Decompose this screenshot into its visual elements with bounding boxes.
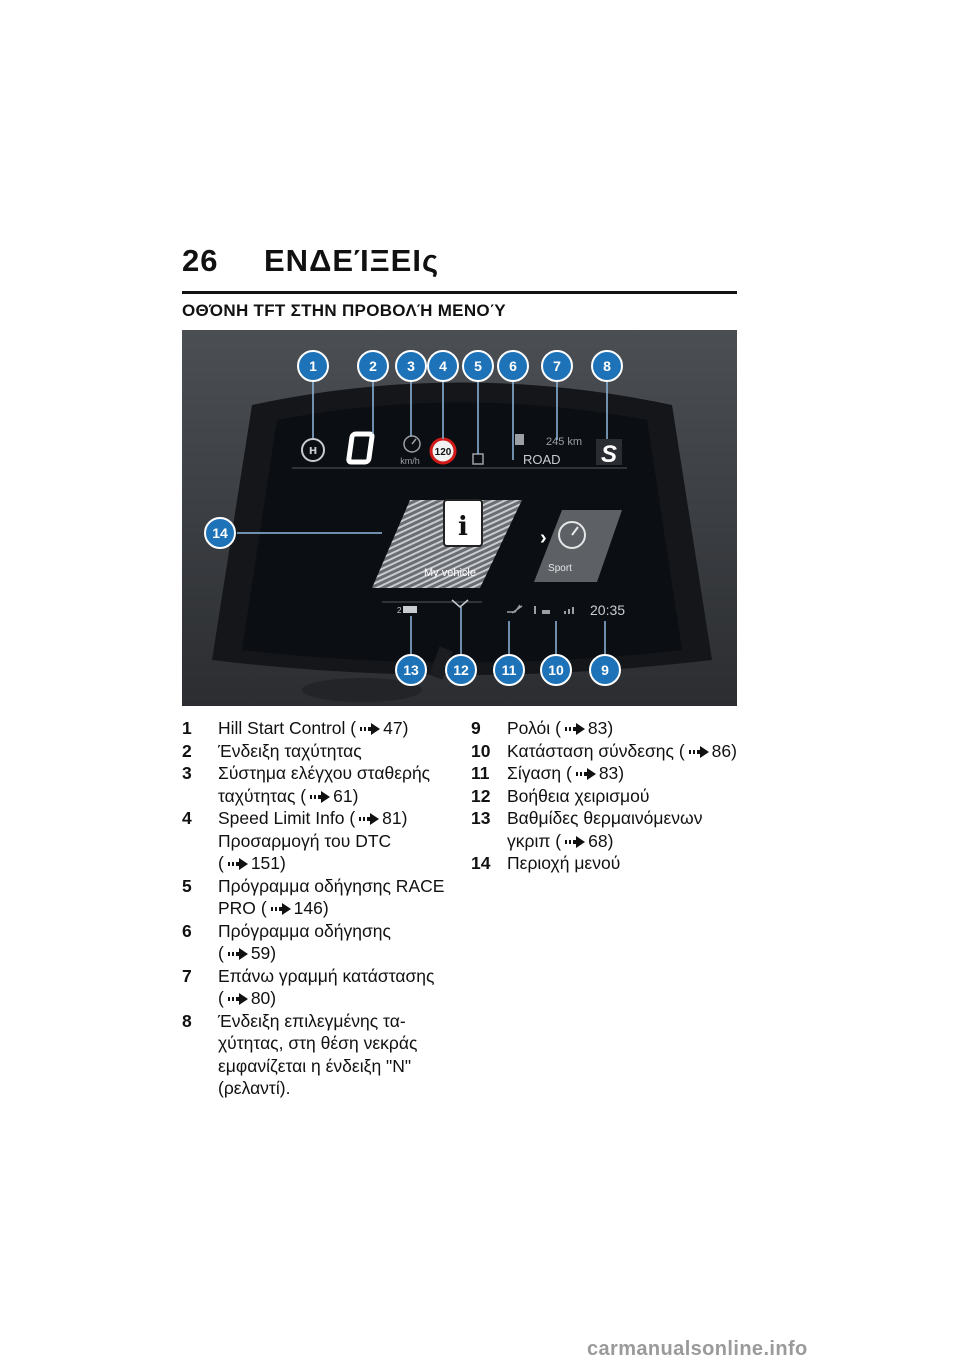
svg-text:4: 4 (439, 358, 447, 374)
callout-leaders (237, 380, 608, 655)
page-ref-arrow-icon (359, 813, 380, 825)
legend-item: 9 Ρολόι (83) (471, 718, 614, 738)
page-ref-arrow-icon (310, 790, 331, 803)
legend-item: 4 Speed Limit Info (81) Προσαρμογή του D… (182, 808, 408, 873)
connection-icon (534, 606, 536, 614)
legend-right: 9 Ρολόι (83) 10 Κατάσταση σύνδεσης (86) … (471, 717, 737, 875)
menu-tile-label: My vehicle (424, 567, 476, 579)
tft-display-illustration: H km/h 120 245 km ROAD S i My vehicle › … (182, 330, 737, 706)
footer-watermark: carmanualsonline.info (587, 1338, 808, 1360)
page-ref-arrow-icon (227, 948, 248, 960)
svg-text:6: 6 (509, 358, 517, 374)
cruise-control-icon (403, 435, 421, 453)
page-ref-arrow-icon (270, 903, 291, 915)
speed-digit (346, 431, 375, 465)
page-ref-arrow-icon (360, 723, 381, 735)
header-rule (182, 291, 737, 294)
svg-text:2: 2 (369, 358, 377, 374)
chapter-title: ΕΝΔΕΊΞΕΙς (264, 243, 440, 278)
legend-item: 3 Σύστημα ελέγχου σταθερής ταχύτητας (61… (182, 763, 431, 806)
hill-start-icon (301, 438, 325, 462)
operating-help-chevron (451, 599, 469, 608)
svg-text:H: H (309, 446, 317, 457)
svg-text:3: 3 (407, 358, 415, 374)
page-ref-arrow-icon (575, 768, 596, 780)
svg-text:12: 12 (453, 662, 469, 678)
callout-markers: 1 2 3 4 5 6 7 8 9 10 11 12 13 14 (204, 350, 623, 686)
svg-text:7: 7 (553, 358, 561, 374)
legend-item: 13 Βαθμίδες θερμαινόμενων γκριπ (68) (471, 808, 703, 851)
legend-left: 1 Hill Start Control (47) 2 Ένδειξη ταχύ… (182, 717, 450, 1100)
svg-text:11: 11 (502, 662, 517, 678)
legend-item: 1 Hill Start Control (47) (182, 718, 409, 738)
speed-limit-value: 120 (435, 447, 452, 458)
range-readout: 245 km (546, 436, 582, 448)
svg-text:8: 8 (603, 358, 611, 374)
page-ref-arrow-icon (564, 723, 585, 735)
page-number: 26 (182, 243, 219, 278)
page-ref-arrow-icon (227, 993, 248, 1005)
menu-next-arrow: › (540, 527, 547, 549)
section-title: ΟΘΌΝΗ TFT ΣΤΗΝ ΠΡΟΒΟΛΉ ΜΕΝΟΎ (182, 301, 506, 320)
svg-text:1: 1 (309, 358, 317, 374)
clock-readout: 20:35 (590, 602, 625, 618)
gear-indicator: S (601, 441, 617, 468)
speed-unit-label: km/h (400, 456, 420, 466)
svg-text:10: 10 (548, 662, 564, 678)
legend-item: 2 Ένδειξη ταχύτητας (182, 740, 362, 761)
legend-item: 12 Βοήθεια χειρισμού (471, 785, 650, 806)
fuel-icon (515, 434, 524, 445)
svg-text:5: 5 (474, 358, 482, 374)
grip-level-label: 2 (397, 606, 402, 615)
tft-display-figure: H km/h 120 245 km ROAD S i My vehicle › … (182, 330, 737, 706)
legend-item: 7 Επάνω γραμμή κατάστασης (80) (182, 965, 435, 1009)
page-ref-arrow-icon (688, 745, 709, 758)
heated-grip-icon (403, 606, 417, 613)
riding-mode-label: ROAD (523, 452, 561, 467)
mute-icon (507, 604, 523, 614)
svg-text:i: i (458, 512, 468, 542)
legend-item: 11 Σίγαση (83) (471, 763, 625, 783)
menu-next-label: Sport (548, 563, 572, 574)
legend-item: 10 Κατάσταση σύνδεσης (86) (471, 740, 737, 761)
legend-item: 8 Ένδειξη επιλεγμένης τα-χύτητας, στη θέ… (182, 1010, 418, 1099)
page-ref-arrow-icon (565, 835, 586, 848)
page-ref-arrow-icon (227, 858, 248, 870)
svg-text:9: 9 (601, 662, 609, 678)
svg-text:13: 13 (403, 662, 419, 678)
legend-item: 6 Πρόγραμμα οδήγησης (59) (182, 920, 391, 964)
legend-item: 14 Περιοχή μενού (471, 853, 621, 873)
svg-text:14: 14 (212, 525, 228, 541)
legend-item: 5 Πρόγραμμα οδήγησης RACE PRO (146) (182, 875, 445, 919)
